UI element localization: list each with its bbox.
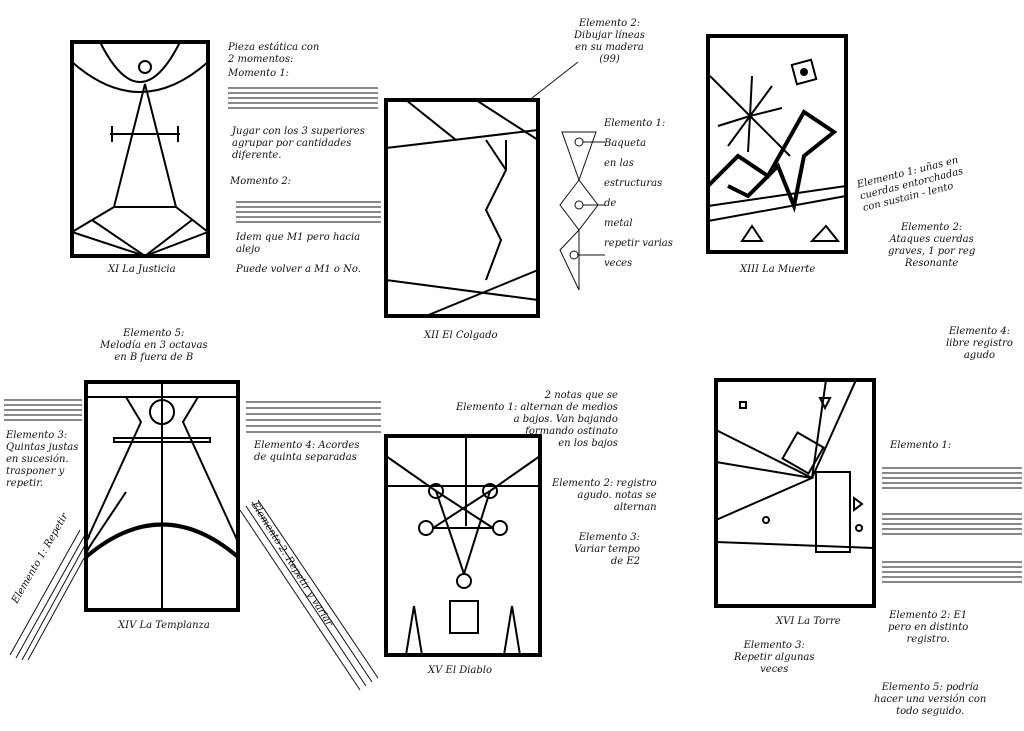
note-muerte-e2: Elemento 2: Ataques cuerdas graves, 1 po… <box>888 222 976 269</box>
card-label-muerte: XIII La Muerte <box>740 264 816 275</box>
note-torre-e1: Elemento 1: <box>890 440 952 451</box>
card-diablo <box>384 434 542 657</box>
note-torre-e3: Elemento 3: Repetir algunas veces <box>734 640 815 675</box>
note-diablo-e1: 2 notas que se Elemento 1: alternan de m… <box>456 390 618 449</box>
staff-momento-2 <box>236 201 381 223</box>
note-justicia-m1-desc: Jugar con los 3 superiores agrupar por c… <box>232 126 365 161</box>
card-torre <box>714 378 876 608</box>
pointer-line-colgado <box>531 61 579 99</box>
staff-templanza-diagonal-right <box>239 499 379 691</box>
staff-torre-1 <box>882 467 1022 489</box>
card-templanza <box>84 380 240 612</box>
staff-momento-1 <box>228 87 378 109</box>
note-diablo-e2: Elemento 2: registro agudo. notas se alt… <box>552 478 657 513</box>
note-justicia-end: Puede volver a M1 o No. <box>236 264 361 275</box>
note-colgado-e1: Elemento 1: Baqueta en las estructuras d… <box>604 118 673 269</box>
staff-templanza-diagonal-left <box>9 529 95 661</box>
note-colgado-e2: Elemento 2: Dibujar líneas en su madera … <box>574 18 645 65</box>
note-templanza-e3: Elemento 3: Quintas justas en sucesión. … <box>6 430 79 489</box>
card-label-templanza: XIV La Templanza <box>118 620 210 631</box>
note-justicia-m2-desc: Idem que M1 pero hacia alejo <box>236 232 361 255</box>
note-torre-e4: Elemento 4: libre registro agudo <box>946 326 1013 361</box>
card-label-justicia: XI La Justicia <box>108 264 176 275</box>
card-label-diablo: XV El Diablo <box>428 665 492 676</box>
note-diablo-e3: Elemento 3: Variar tempo de E2 <box>574 532 641 567</box>
staff-torre-2 <box>882 513 1022 535</box>
staff-torre-3 <box>882 561 1022 583</box>
card-label-colgado: XII El Colgado <box>424 330 498 341</box>
card-muerte <box>706 34 848 254</box>
note-justicia-intro: Pieza estática con 2 momentos: <box>228 42 320 65</box>
card-justicia <box>70 40 210 258</box>
note-templanza-e5: Elemento 5: Melodía en 3 octavas en B fu… <box>100 328 208 363</box>
note-justicia-m1: Momento 1: <box>228 68 290 79</box>
staff-templanza-e4 <box>246 401 381 433</box>
note-torre-e5: Elemento 5: podría hacer una versión con… <box>874 682 987 717</box>
card-colgado <box>384 98 540 318</box>
card-label-torre: XVI La Torre <box>776 616 841 627</box>
note-torre-e2: Elemento 2: E1 pero en distinto registro… <box>888 610 969 645</box>
note-templanza-e4: Elemento 4: Acordes de quinta separadas <box>254 440 360 463</box>
staff-templanza-e3 <box>4 399 82 421</box>
metal-structure-icon <box>559 131 605 291</box>
note-justicia-m2: Momento 2: <box>230 176 292 187</box>
note-muerte-e1: Elemento 1: uñas en cuerdas entorchadas … <box>856 154 965 214</box>
